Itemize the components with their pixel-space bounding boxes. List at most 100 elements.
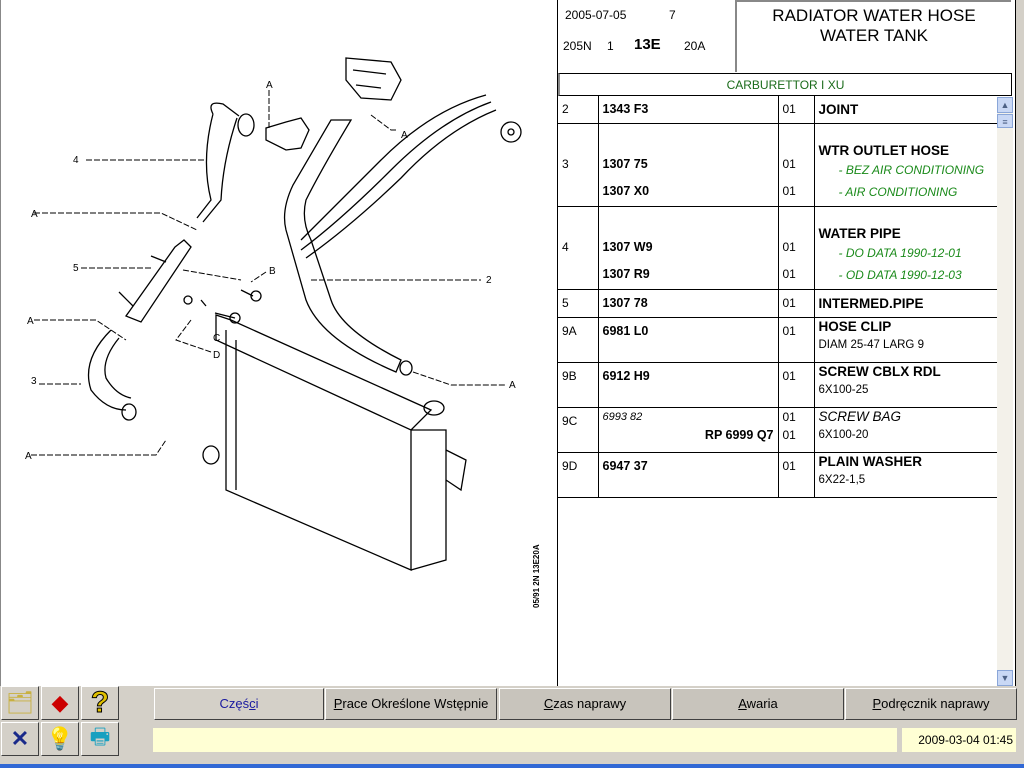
part-number-cell: 1307 78 bbox=[598, 289, 779, 318]
tab-4[interactable]: Awaria bbox=[672, 688, 844, 720]
quantity: 01 bbox=[782, 157, 796, 171]
tab-5[interactable]: Podręcznik naprawy bbox=[845, 688, 1017, 720]
part-number[interactable]: 1307 R9 bbox=[602, 267, 650, 281]
part-number[interactable]: RP 6999 Q7 bbox=[704, 428, 774, 442]
vehicle-id-button[interactable]: ✕ bbox=[1, 722, 39, 756]
tab-label: i bbox=[255, 696, 259, 711]
code-1: 1 bbox=[607, 39, 614, 53]
part-number[interactable]: 1307 75 bbox=[602, 157, 648, 171]
book-button[interactable]: ◆ bbox=[41, 686, 79, 720]
description: WTR OUTLET HOSE bbox=[818, 143, 950, 158]
part-number[interactable]: 1307 X0 bbox=[602, 184, 650, 198]
description-detail: 6X100-25 bbox=[818, 384, 869, 396]
callout-3: 3 bbox=[31, 376, 37, 387]
tab-accesskey: C bbox=[543, 696, 554, 711]
callout-a: A bbox=[266, 80, 273, 91]
tab-1[interactable]: Części bbox=[154, 688, 324, 720]
ref-cell: 9B bbox=[558, 362, 599, 408]
scroll-up-button[interactable]: ▲ bbox=[997, 97, 1013, 113]
part-number[interactable]: 6947 37 bbox=[602, 459, 648, 473]
ref-cell: 9A bbox=[558, 317, 599, 363]
part-number-cell: 6947 37 bbox=[598, 452, 779, 498]
radiator bbox=[215, 314, 467, 571]
ref-cell: 9D bbox=[558, 452, 599, 498]
sub-group-code: 20A bbox=[684, 39, 706, 53]
lightbulb-icon: 💡 bbox=[46, 726, 74, 751]
part-number-cell: 1307 75 1307 X0 bbox=[598, 123, 779, 207]
catalog-date: 2005-07-05 bbox=[565, 8, 627, 22]
scroll-down-button[interactable]: ▼ bbox=[997, 670, 1013, 686]
callout-a: A bbox=[27, 316, 34, 327]
part-number[interactable]: 6993 82 bbox=[602, 411, 643, 423]
callout-a: A bbox=[401, 130, 408, 141]
part-number[interactable]: 1307 W9 bbox=[602, 240, 653, 254]
qty-cell: 01 bbox=[778, 362, 815, 408]
part-number[interactable]: 1343 F3 bbox=[602, 102, 649, 116]
description-cell: WATER PIPE- DO DATA 1990-12-01- OD DATA … bbox=[814, 206, 997, 290]
quantity: 01 bbox=[782, 267, 796, 281]
description-detail: 6X100-20 bbox=[818, 429, 869, 441]
tab-label: race Określone Wstępnie bbox=[342, 696, 489, 711]
taskbar bbox=[0, 764, 1024, 768]
description: HOSE CLIP bbox=[818, 319, 892, 334]
help-button[interactable]: ? bbox=[81, 686, 119, 720]
ref-number: 4 bbox=[562, 240, 569, 254]
tab-2[interactable]: Prace Określone Wstępnie bbox=[325, 688, 497, 720]
callout-d: D bbox=[213, 350, 220, 361]
description: JOINT bbox=[818, 102, 859, 117]
tab-accesskey: P bbox=[333, 696, 343, 711]
part-number[interactable]: 6912 H9 bbox=[602, 369, 650, 383]
callout-2: 2 bbox=[486, 275, 492, 286]
print-button[interactable]: 🖶 bbox=[81, 722, 119, 756]
clock: 2009-03-04 01:45 bbox=[902, 728, 1016, 752]
description: SCREW BAG bbox=[818, 409, 902, 424]
description: PLAIN WASHER bbox=[818, 454, 923, 469]
tip-button[interactable]: 💡 bbox=[41, 722, 79, 756]
scrollbar[interactable]: ▲ ≡ ▼ bbox=[997, 97, 1013, 686]
radiator-hose-diagram: 4 5 3 2 B C D A A A A A A 05/91 2N 13E20… bbox=[25, 57, 541, 608]
vehicle-id-icon: ✕ bbox=[10, 726, 30, 751]
exploded-diagram[interactable]: 4 5 3 2 B C D A A A A A A 05/91 2N 13E20… bbox=[0, 0, 558, 686]
tab-3[interactable]: Czas naprawy bbox=[499, 688, 671, 720]
pipe-5 bbox=[124, 239, 192, 323]
part-number-cell: 6912 H9 bbox=[598, 362, 779, 408]
thermostat-housing bbox=[265, 117, 310, 151]
quantity: 01 bbox=[782, 184, 796, 198]
qty-cell: 01 bbox=[778, 289, 815, 318]
book-icon: ◆ bbox=[51, 690, 69, 715]
description-cell: WTR OUTLET HOSE- BEZ AIR CONDITIONING- A… bbox=[814, 123, 997, 207]
description-cell: SCREW BAG 6X100-20 bbox=[814, 407, 997, 453]
quantity: 01 bbox=[782, 369, 796, 383]
hose-3 bbox=[87, 329, 132, 411]
quantity: 01 bbox=[782, 410, 796, 424]
quantity: 01 bbox=[782, 296, 796, 310]
tab-label: zas naprawy bbox=[553, 696, 627, 711]
scroll-thumb[interactable]: ≡ bbox=[997, 114, 1013, 128]
description: WATER PIPE bbox=[818, 226, 901, 241]
callout-a: A bbox=[25, 451, 32, 462]
qty-cell: 01 bbox=[778, 317, 815, 363]
description-cell: JOINT bbox=[814, 96, 997, 124]
ref-cell: 9C bbox=[558, 407, 599, 453]
hose-4 bbox=[196, 102, 240, 223]
callout-a: A bbox=[509, 380, 516, 391]
description: SCREW CBLX RDL bbox=[818, 364, 941, 379]
catalog-button[interactable]: 🗂 bbox=[1, 686, 39, 720]
variant-label: CARBURETTOR I XU bbox=[558, 73, 1012, 96]
ref-number: 5 bbox=[562, 296, 569, 310]
part-number[interactable]: 1307 78 bbox=[602, 296, 648, 310]
part-number-cell: 6981 L0 bbox=[598, 317, 779, 363]
description-cell: SCREW CBLX RDL 6X100-25 bbox=[814, 362, 997, 408]
part-number[interactable]: 6981 L0 bbox=[602, 324, 649, 338]
callout-b: B bbox=[269, 266, 276, 277]
